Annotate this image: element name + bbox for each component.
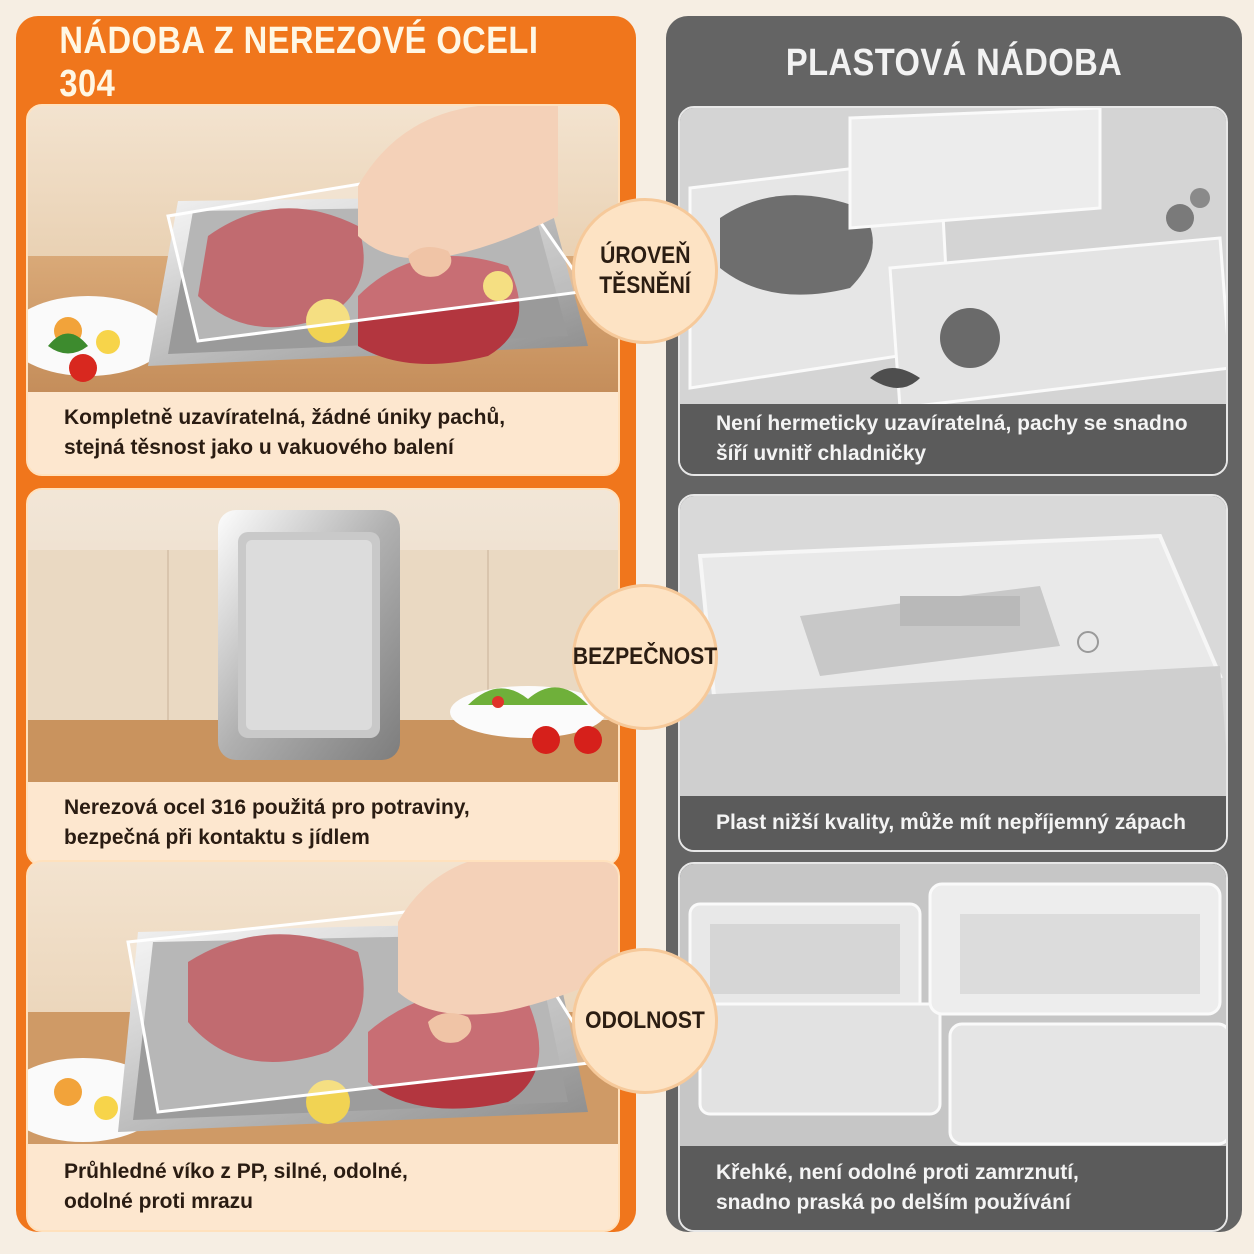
badge-label: BEZPEČNOST bbox=[572, 643, 718, 670]
plastic-card-caption: Není hermeticky uzavíratelná, pachy se s… bbox=[680, 404, 1226, 474]
caption-line: odolné proti mrazu bbox=[64, 1190, 253, 1213]
caption-line: snadno praská po delším používání bbox=[716, 1191, 1071, 1214]
plastic-card-caption: Plast nižší kvality, může mít nepříjemný… bbox=[680, 796, 1226, 850]
stainless-card-caption: Průhledné víko z PP, silné, odolné, odol… bbox=[28, 1144, 618, 1230]
caption-line: Křehké, není odolné proti zamrznutí, bbox=[716, 1161, 1079, 1184]
caption-line: Není hermeticky uzavíratelná, pachy se s… bbox=[716, 412, 1188, 435]
caption-line: Průhledné víko z PP, silné, odolné, bbox=[64, 1160, 408, 1183]
plastic-card-caption: Křehké, není odolné proti zamrznutí, sna… bbox=[680, 1146, 1226, 1230]
stainless-card-safety: Nerezová ocel 316 použitá pro potraviny,… bbox=[26, 488, 620, 866]
badge-safety: BEZPEČNOST bbox=[572, 584, 718, 730]
stainless-card-sealing: Kompletně uzavíratelná, žádné úniky pach… bbox=[26, 104, 620, 476]
badge-label: ODOLNOST bbox=[585, 1007, 705, 1034]
caption-line: Kompletně uzavíratelná, žádné úniky pach… bbox=[64, 406, 506, 429]
plastic-column: PLASTOVÁ NÁDOBA Není hermeticky uzavírat… bbox=[666, 16, 1242, 1232]
stainless-column-title: NÁDOBA Z NEREZOVÉ OCELI 304 bbox=[59, 20, 539, 105]
badge-durability: ODOLNOST bbox=[572, 948, 718, 1094]
plastic-card-sealing: Není hermeticky uzavíratelná, pachy se s… bbox=[678, 106, 1228, 476]
caption-line: stejná těsnost jako u vakuového balení bbox=[64, 436, 454, 459]
badge-sealing-level: ÚROVEŇ TĚSNĚNÍ bbox=[572, 198, 718, 344]
plastic-column-title: PLASTOVÁ NÁDOBA bbox=[785, 41, 1123, 84]
badge-label: ÚROVEŇ bbox=[599, 242, 691, 269]
caption-line: Nerezová ocel 316 použitá pro potraviny, bbox=[64, 796, 470, 819]
caption-line: šíří uvnitř chladničky bbox=[716, 442, 927, 465]
plastic-card-durability: Křehké, není odolné proti zamrznutí, sna… bbox=[678, 862, 1228, 1232]
stainless-steel-column: NÁDOBA Z NEREZOVÉ OCELI 304 bbox=[16, 16, 636, 1232]
plastic-card-safety: Plast nižší kvality, může mít nepříjemný… bbox=[678, 494, 1228, 852]
frozen-plastic-boxes-photo bbox=[680, 864, 1226, 1150]
stainless-card-caption: Kompletně uzavíratelná, žádné úniky pach… bbox=[28, 392, 618, 474]
steel-container-lid-photo bbox=[28, 862, 618, 1148]
plastic-box-closeup-photo bbox=[680, 496, 1226, 800]
plastic-boxes-fridge-photo bbox=[680, 108, 1226, 408]
stainless-card-durability: Průhledné víko z PP, silné, odolné, odol… bbox=[26, 860, 620, 1232]
caption-line: Plast nižší kvality, může mít nepříjemný… bbox=[716, 811, 1186, 834]
stainless-card-caption: Nerezová ocel 316 použitá pro potraviny,… bbox=[28, 782, 618, 864]
badge-label: TĚSNĚNÍ bbox=[599, 272, 691, 299]
caption-line: bezpečná při kontaktu s jídlem bbox=[64, 826, 370, 849]
steel-container-meat-photo bbox=[28, 106, 618, 396]
steel-tray-photo bbox=[28, 490, 618, 786]
